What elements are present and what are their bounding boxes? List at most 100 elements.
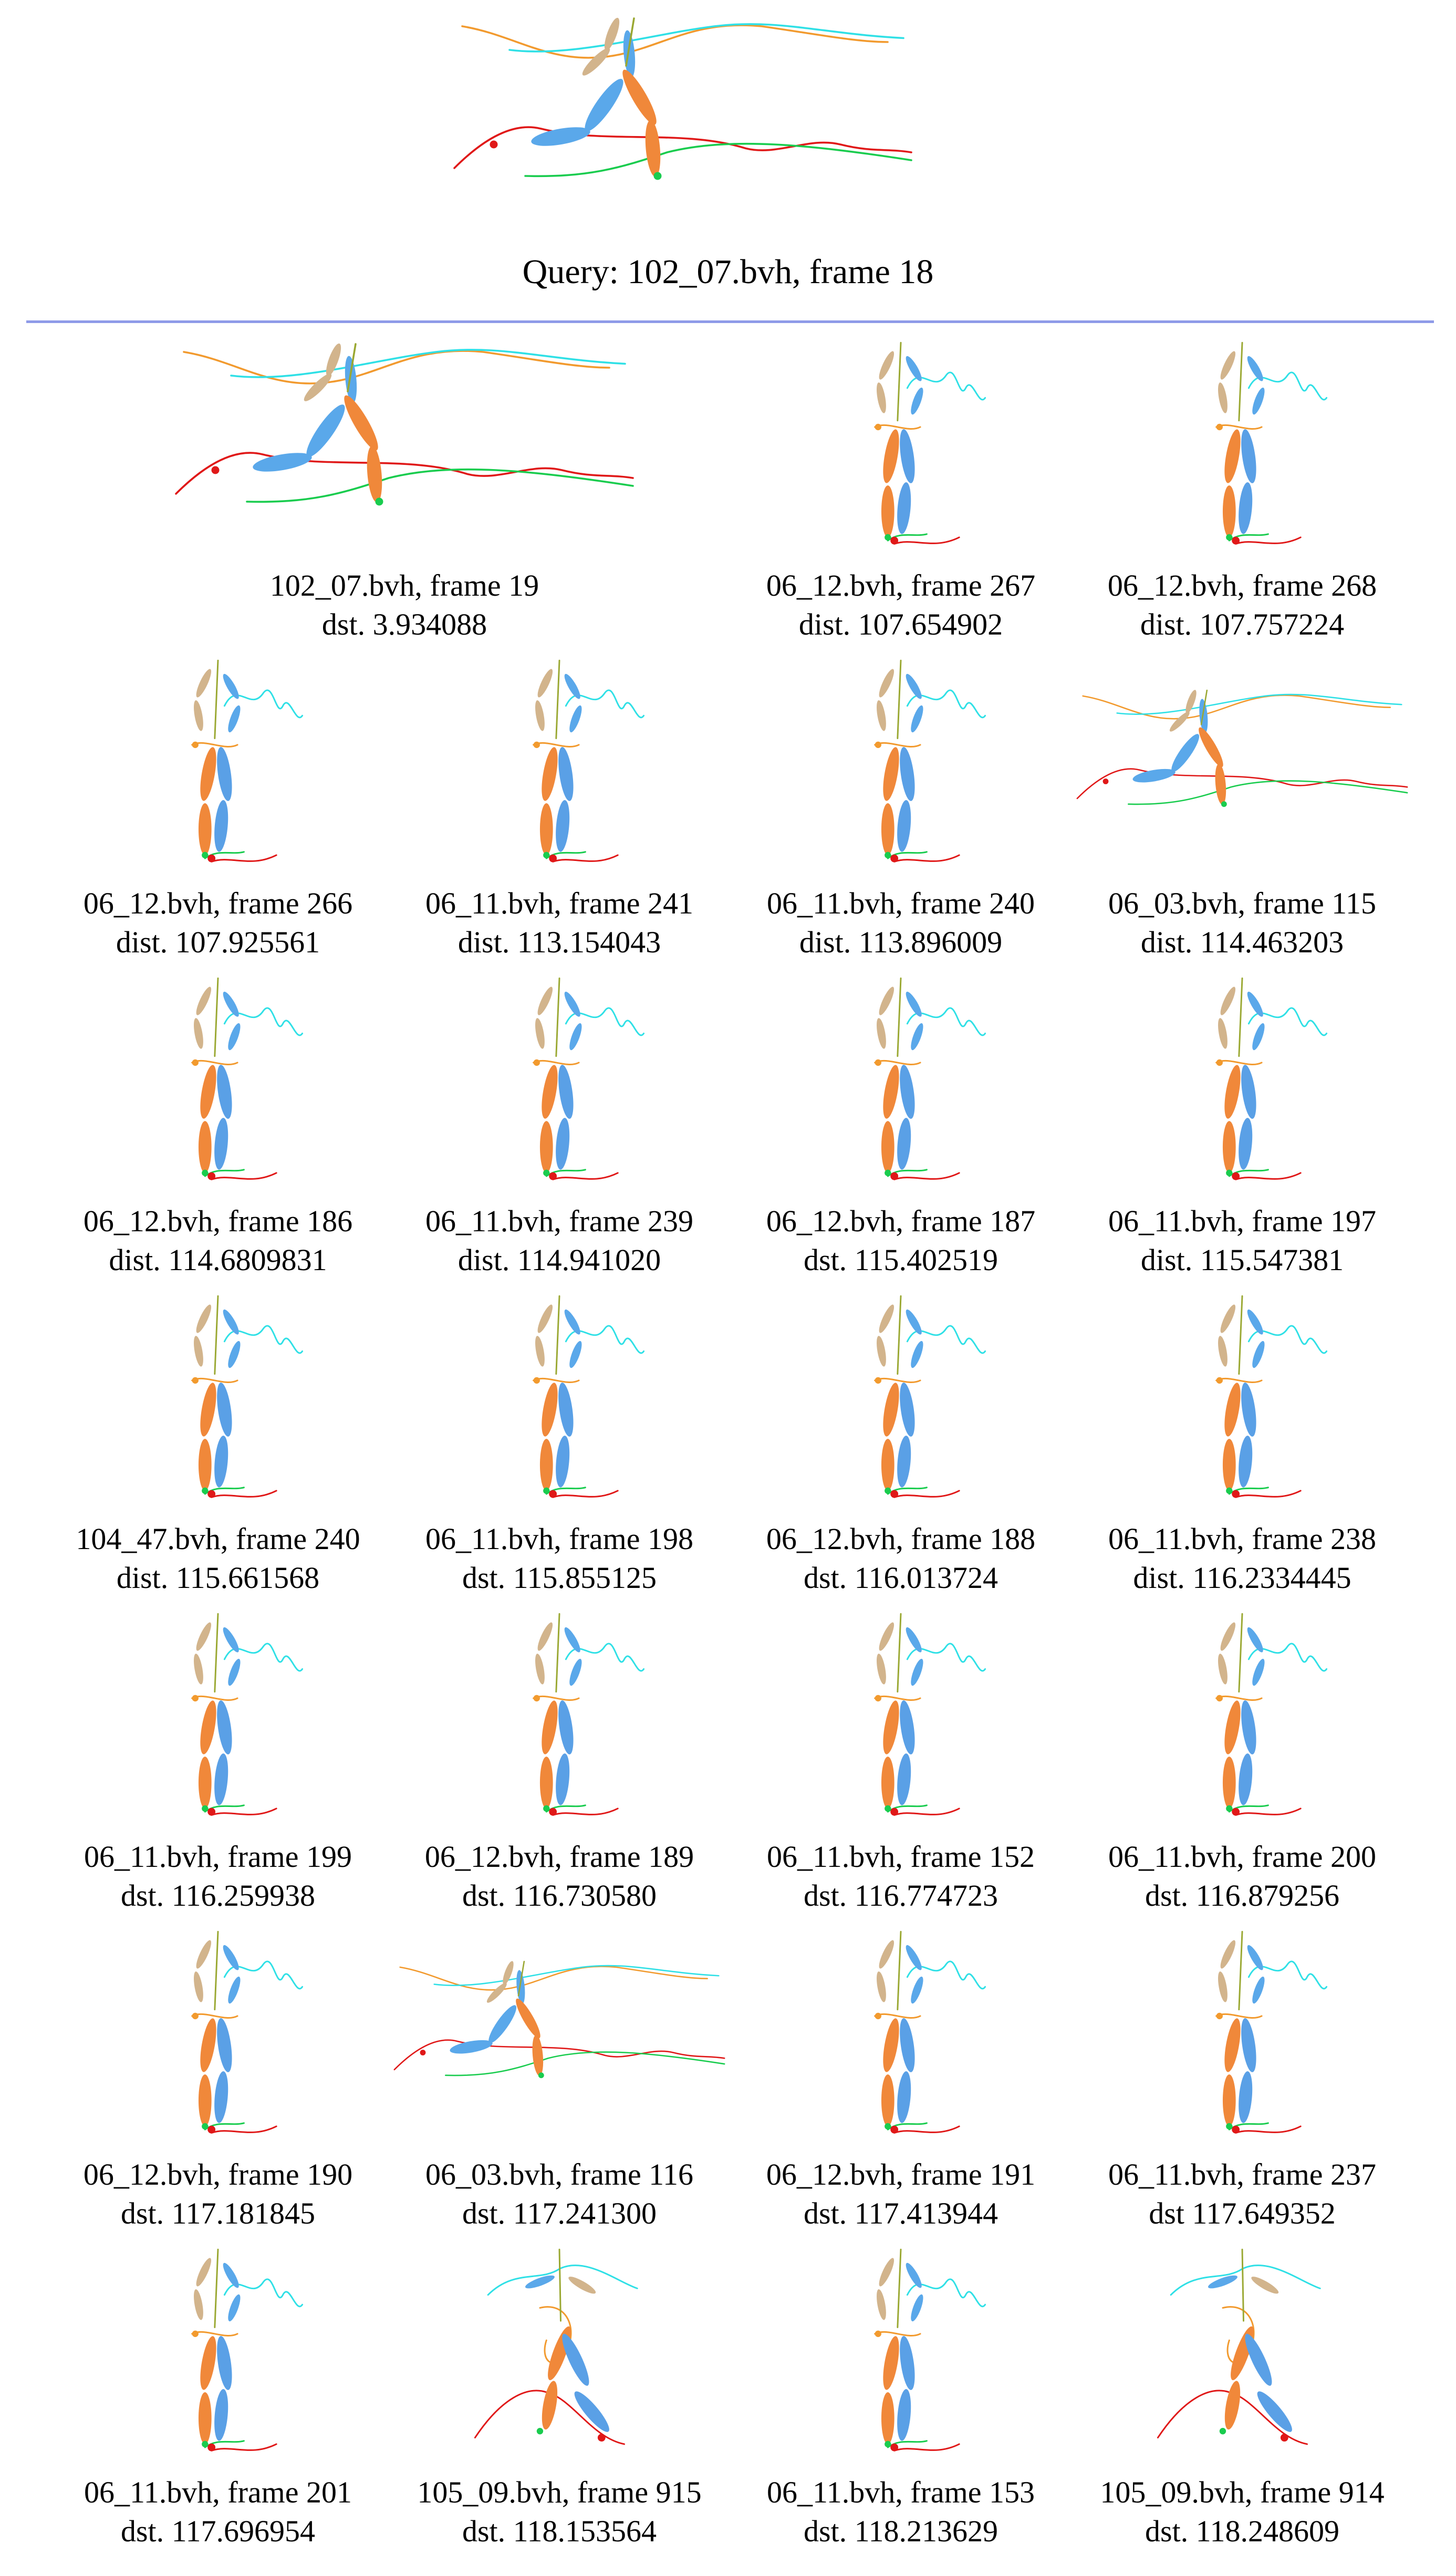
trajectory-orange xyxy=(191,1695,238,1701)
bone-segment xyxy=(537,669,553,698)
bone-segment xyxy=(906,1309,922,1335)
spine xyxy=(897,341,902,422)
bone-segment xyxy=(900,1700,915,1754)
joint-marker xyxy=(875,1377,881,1384)
bone-segment xyxy=(877,1971,886,2002)
bone-segment xyxy=(1222,1439,1236,1491)
joint-marker xyxy=(533,1377,540,1384)
spine xyxy=(897,1295,902,1375)
trajectory-red xyxy=(211,1490,277,1498)
joint-marker xyxy=(890,536,899,545)
spine xyxy=(897,2248,902,2329)
result-file-frame: 06_12.bvh, frame 188 xyxy=(766,1522,1036,1556)
bone-segment xyxy=(883,2336,899,2390)
trajectory-red xyxy=(893,2125,960,2134)
joint-marker xyxy=(890,2125,899,2134)
result-file-frame: 06_11.bvh, frame 153 xyxy=(766,2475,1035,2509)
bone-segment xyxy=(911,387,923,415)
pose-figure xyxy=(1215,1295,1328,1498)
bone-segment xyxy=(897,2389,911,2441)
bone-segment xyxy=(194,1336,203,1367)
bone-segment xyxy=(1247,1627,1263,1653)
joint-marker xyxy=(1216,1695,1223,1702)
pose-figure xyxy=(1076,689,1408,807)
bone-segment xyxy=(585,79,623,131)
bone-segment xyxy=(326,343,341,377)
joint-marker xyxy=(1280,2434,1288,2442)
spine xyxy=(214,2248,219,2329)
bone-segment xyxy=(900,429,915,483)
result-distance: dist. 114.6809831 xyxy=(109,1243,327,1277)
bone-segment xyxy=(198,1121,212,1173)
spine xyxy=(555,659,560,740)
joint-marker xyxy=(1226,2123,1233,2130)
result-distance: dst. 115.855125 xyxy=(462,1561,657,1595)
spine xyxy=(214,1613,219,1693)
bone-segment xyxy=(906,1945,922,1970)
bone-segment xyxy=(1252,1023,1265,1051)
trajectory-red xyxy=(552,1490,619,1498)
trajectory-red xyxy=(893,1808,960,1816)
bone-segment xyxy=(214,1436,228,1488)
spine xyxy=(897,1930,902,2011)
bone-segment xyxy=(1224,1383,1241,1437)
pose-figure xyxy=(874,2248,986,2452)
bone-segment xyxy=(897,1753,911,1805)
trajectory-orange xyxy=(874,424,921,430)
bone-segment xyxy=(900,1383,915,1437)
joint-marker xyxy=(1216,1377,1223,1384)
trajectory-cyan xyxy=(1247,371,1328,401)
pose-figure xyxy=(474,2248,638,2445)
pose-figure xyxy=(393,1960,725,2079)
bone-segment xyxy=(223,2262,239,2288)
trajectory-red xyxy=(893,2443,960,2452)
bone-segment xyxy=(198,1439,212,1491)
joint-marker xyxy=(890,1172,899,1180)
result-file-frame: 06_03.bvh, frame 115 xyxy=(1108,886,1377,920)
trajectory-red xyxy=(211,1172,277,1180)
pose-figure xyxy=(191,1295,304,1498)
joint-marker xyxy=(202,851,209,859)
pose-figure xyxy=(175,343,634,506)
bone-segment xyxy=(556,1436,570,1488)
bone-segment xyxy=(1241,1383,1256,1437)
result-file-frame: 06_11.bvh, frame 197 xyxy=(1108,1204,1377,1238)
pose-figure xyxy=(533,659,645,863)
joint-marker xyxy=(192,1695,199,1702)
joint-marker xyxy=(543,1487,550,1494)
joint-marker xyxy=(533,741,540,749)
bone-segment xyxy=(450,2040,493,2054)
trajectory-cyan xyxy=(565,689,645,719)
trajectory-cyan xyxy=(1116,693,1402,715)
trajectory-cyan xyxy=(433,1965,720,1986)
bone-segment xyxy=(228,2294,241,2322)
result-distance: dist. 107.654902 xyxy=(798,607,1003,641)
trajectory-orange xyxy=(874,2013,921,2019)
trajectory-red xyxy=(1235,1808,1302,1816)
joint-marker xyxy=(885,2123,891,2130)
joint-marker xyxy=(890,854,899,863)
spine xyxy=(555,1295,560,1375)
bone-segment xyxy=(881,1757,895,1809)
result-file-frame: 06_12.bvh, frame 186 xyxy=(83,1204,353,1238)
bone-segment xyxy=(194,1971,203,2002)
bone-segment xyxy=(558,1065,574,1119)
joint-marker xyxy=(207,1172,216,1180)
spine xyxy=(1241,2248,1244,2322)
joint-marker xyxy=(549,1490,557,1498)
joint-marker xyxy=(192,741,199,749)
bone-segment xyxy=(200,1065,216,1119)
